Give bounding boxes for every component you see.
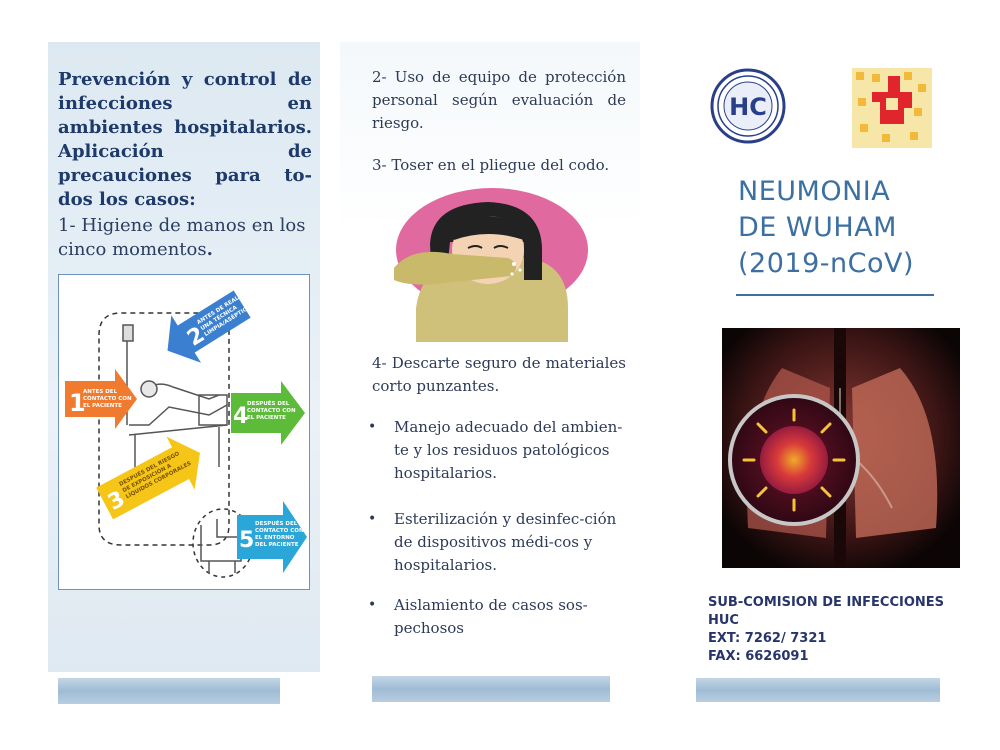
bullet-dot: • — [368, 511, 377, 527]
moment5-label: DESPUÉS DEL CONTACTO CON EL ENTORNO DEL … — [255, 519, 306, 548]
moment5-number: 5 — [239, 528, 254, 553]
moment3-arrow — [96, 436, 200, 520]
bullet-sterilization: • Esterilización y desinfec-ción de disp… — [368, 508, 630, 580]
moment4-arrow — [231, 381, 305, 445]
virus-lungs-image — [722, 328, 960, 568]
hospital-logo-text: HC — [729, 93, 767, 121]
virus-lungs-svg — [722, 328, 960, 568]
moment4-label: DESPUÉS DEL CONTACTO CON EL PACIENTE — [247, 399, 298, 421]
bullet-environment: • Manejo adecuado del ambien-te y los re… — [368, 416, 630, 488]
dashed-zone — [98, 312, 230, 546]
committee-logo — [852, 68, 932, 148]
hand-hygiene-step: 1- Higiene de manos en los cinco momento… — [58, 214, 312, 262]
footer-bar-left — [58, 678, 280, 704]
bullet-isolation: • Aislamiento de casos sos-pechosos — [368, 594, 630, 642]
bed-icon — [122, 324, 228, 475]
panel-measures: 2- Uso de equipo de protección personal … — [340, 42, 640, 672]
contact-ext: EXT: 7262/ 7321 — [708, 631, 827, 646]
contact-block: SUB-COMISION DE INFECCIONES HUC EXT: 726… — [708, 594, 948, 666]
title-line-3: (2019-nCoV) — [738, 248, 914, 279]
hospital-logo: HC — [710, 68, 786, 144]
bullet-dot: • — [368, 419, 377, 435]
bullet-text: Aislamiento de casos sos-pechosos — [394, 596, 588, 637]
hand-hygiene-period: . — [206, 239, 213, 260]
five-moments-diagram: 1 ANTES DEL CONTACTO CON EL PACIENTE 2 A… — [58, 274, 310, 590]
brochure-title: NEUMONIA DE WUHAM (2019-nCoV) — [738, 174, 938, 282]
moment1-number: 1 — [69, 389, 86, 417]
bullet-text: Manejo adecuado del ambien-te y los resi… — [394, 418, 623, 482]
sharps-item: 4- Descarte seguro de materiales corto p… — [372, 354, 626, 395]
title-underline — [736, 294, 934, 296]
moment2-arrow — [167, 290, 251, 363]
five-moments-svg: 1 ANTES DEL CONTACTO CON EL PACIENTE 2 A… — [65, 287, 307, 578]
footer-bar-right — [696, 678, 940, 702]
panel-cover: HC NEUMONIA DE WUHAM (2019-nCoV) — [680, 42, 960, 672]
coughing-illustration — [392, 184, 588, 342]
moment1-arrow — [65, 369, 137, 429]
chair-icon — [200, 519, 242, 573]
moment4-number: 4 — [233, 404, 248, 429]
prevention-heading: Prevención y control de infecciones en a… — [58, 69, 312, 210]
moment5-arrow — [237, 501, 307, 573]
footer-bar-middle — [372, 676, 610, 702]
cough-svg — [394, 188, 588, 342]
bullet-dot: • — [368, 597, 377, 613]
panel-prevention: Prevención y control de infecciones en a… — [48, 42, 320, 672]
ppe-item: 2- Uso de equipo de protección personal … — [372, 68, 626, 132]
title-line-1: NEUMONIA — [738, 176, 891, 207]
hand-hygiene-text: 1- Higiene de manos en los cinco momento… — [58, 215, 306, 260]
hospital-logo-svg: HC — [710, 68, 786, 144]
contact-fax: FAX: 6626091 — [708, 649, 809, 664]
bullet-text: Esterilización y desinfec-ción de dispos… — [394, 510, 617, 574]
moment1-label: ANTES DEL CONTACTO CON EL PACIENTE — [83, 389, 134, 409]
title-line-2: DE WUHAM — [738, 212, 897, 243]
cough-item: 3- Toser en el pliegue del codo. — [372, 156, 610, 174]
contact-org: SUB-COMISION DE INFECCIONES HUC — [708, 595, 945, 628]
committee-logo-svg — [852, 68, 932, 148]
